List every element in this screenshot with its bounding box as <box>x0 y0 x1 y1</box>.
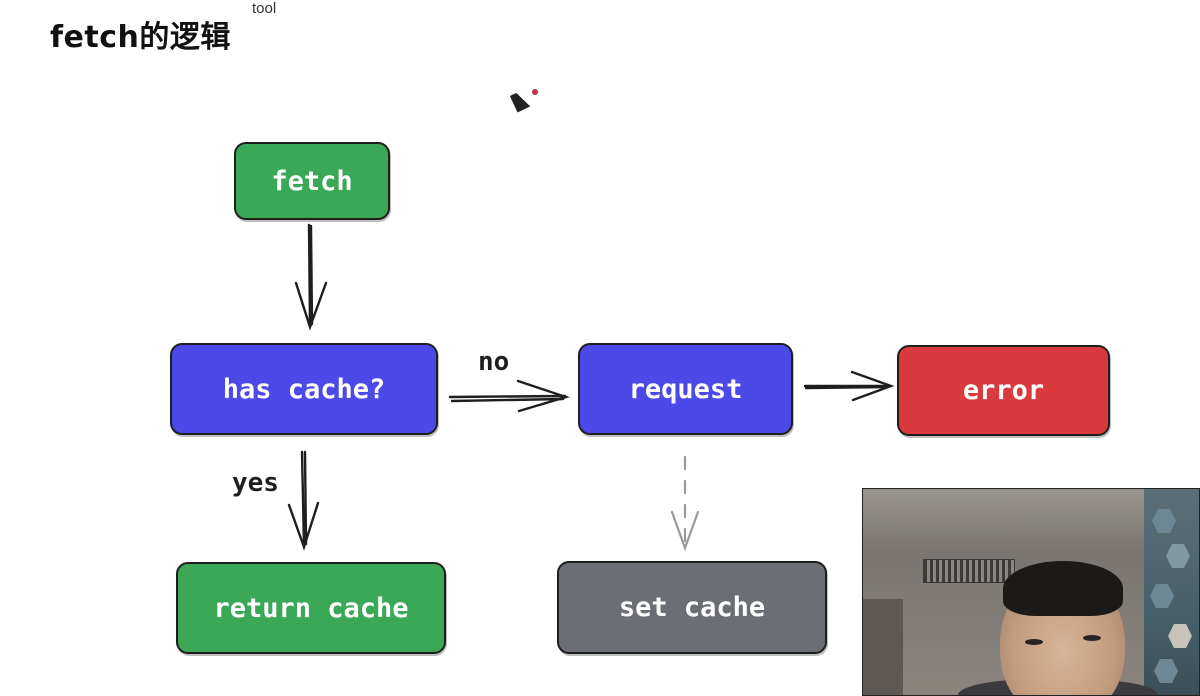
node-return-cache-label: return cache <box>213 592 409 624</box>
webcam-shelf <box>863 599 903 695</box>
arrow-fetch-to-has-cache <box>307 223 314 328</box>
arrow-has-cache-to-return-cache <box>300 450 308 548</box>
node-set-cache: set cache <box>557 561 827 654</box>
wall-hex-tile <box>1168 624 1192 648</box>
node-request: request <box>578 343 793 435</box>
node-fetch: fetch <box>234 142 390 220</box>
node-error-label: error <box>962 375 1045 406</box>
page-title: fetch的逻辑 <box>50 20 231 55</box>
node-fetch-label: fetch <box>271 165 353 197</box>
node-set-cache-label: set cache <box>618 592 766 623</box>
tool-tag: tool <box>252 0 277 17</box>
node-has-cache: has cache? <box>170 343 438 435</box>
webcam-air-vent <box>923 559 1015 583</box>
node-request-label: request <box>628 373 743 405</box>
webcam-wall <box>1144 489 1199 695</box>
presenter-webcam <box>862 488 1200 696</box>
wall-hex-tile <box>1152 509 1176 533</box>
wall-hex-tile <box>1154 659 1178 683</box>
node-has-cache-label: has cache? <box>222 373 386 405</box>
arrow-has-cache-to-request <box>448 394 567 403</box>
arrow-request-to-error <box>803 384 892 390</box>
edge-label-no: no <box>478 347 510 377</box>
wall-hex-tile <box>1150 584 1174 608</box>
node-return-cache: return cache <box>176 562 446 654</box>
webcam-person-hair <box>1003 561 1123 616</box>
webcam-person-eye <box>1025 639 1043 645</box>
webcam-ceiling <box>863 489 1199 549</box>
wall-hex-tile <box>1166 544 1190 568</box>
webcam-person-eye <box>1083 635 1101 641</box>
laser-pointer-dot <box>532 89 538 95</box>
node-error: error <box>897 345 1110 436</box>
edge-label-yes: yes <box>232 468 279 498</box>
